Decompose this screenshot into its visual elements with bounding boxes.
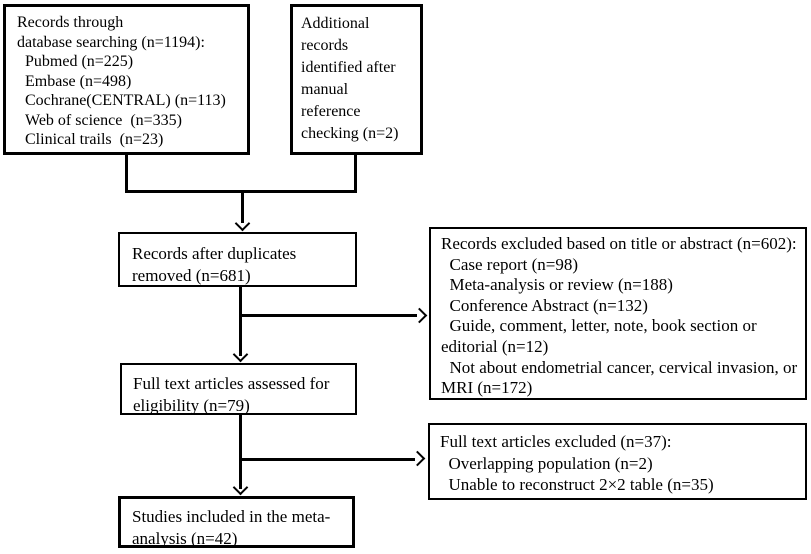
box-text-line: Clinical trails (n=23) (17, 131, 164, 148)
connector-to-included-line (239, 415, 242, 489)
box-text-line: Studies included in the meta- (132, 507, 331, 526)
box-text-line: identified after (301, 59, 396, 76)
box-additional-records-manual: Additional records identified after manu… (290, 4, 423, 155)
connector-to-excluded1-line (239, 314, 417, 317)
box-text-line: database searching (n=1194): (17, 33, 205, 51)
arrowhead-to-included (232, 479, 248, 496)
box-text-line: Guide, comment, letter, note, book secti… (441, 316, 757, 336)
box-text-line: Full text articles assessed for (133, 374, 330, 393)
box-text-line: eligibility (n=79) (133, 396, 250, 415)
box-text-line: Not about endometrial cancer, cervical i… (441, 357, 798, 377)
arrowhead-to-fulltext (232, 346, 248, 363)
box-text-line: Full text articles excluded (n=37): (440, 432, 672, 451)
box-text-line: Additional (301, 15, 370, 32)
connector-db-box-drop (125, 155, 128, 193)
box-text-line: Embase (n=498) (17, 72, 132, 90)
box-text-line: Records excluded based on title or abstr… (441, 234, 797, 253)
box-text-line: analysis (n=42) (132, 529, 238, 548)
box-text-line: editorial (n=12) (441, 336, 549, 356)
box-text-line: Case report (n=98) (441, 254, 579, 274)
arrowhead-to-excluded2 (409, 450, 426, 467)
box-records-after-duplicates: Records after duplicates removed (n=681) (118, 232, 357, 287)
box-fulltext-assessed: Full text articles assessed for eligibil… (120, 363, 357, 415)
box-text-line: Records after duplicates (132, 244, 297, 263)
box-text-line: Unable to reconstruct 2×2 table (n=35) (440, 475, 714, 494)
box-text-line: Web of science (n=335) (17, 111, 183, 129)
connector-to-excluded2-line (239, 458, 415, 461)
box-records-database-searching: Records through database searching (n=11… (3, 4, 250, 155)
box-text-line: Records through (17, 14, 124, 31)
box-text-line: removed (n=681) (132, 266, 251, 285)
connector-to-duplicates-line (241, 190, 244, 223)
box-text-line: checking (n=2) (301, 125, 399, 142)
box-text-line: Meta-analysis or review (n=188) (441, 275, 673, 295)
box-text-line: manual (301, 81, 349, 98)
connector-manual-box-drop (354, 155, 357, 193)
arrowhead-to-excluded1 (411, 307, 428, 324)
box-records-excluded-title-abstract: Records excluded based on title or abstr… (429, 227, 807, 400)
arrowhead-to-duplicates (234, 215, 251, 232)
box-studies-included: Studies included in the meta- analysis (… (118, 496, 355, 548)
box-text-line: Overlapping population (n=2) (440, 453, 653, 473)
box-text-line: reference (301, 103, 361, 120)
box-text-line: records (301, 37, 349, 54)
box-text-line: Cochrane(CENTRAL) (n=113) (17, 92, 226, 109)
box-text-line: Pubmed (n=225) (17, 53, 134, 70)
box-fulltext-excluded: Full text articles excluded (n=37): Over… (428, 423, 807, 500)
box-text-line: Conference Abstract (n=132) (441, 295, 648, 315)
box-text-line: MRI (n=172) (441, 378, 533, 398)
connector-to-fulltext-line (239, 287, 242, 356)
